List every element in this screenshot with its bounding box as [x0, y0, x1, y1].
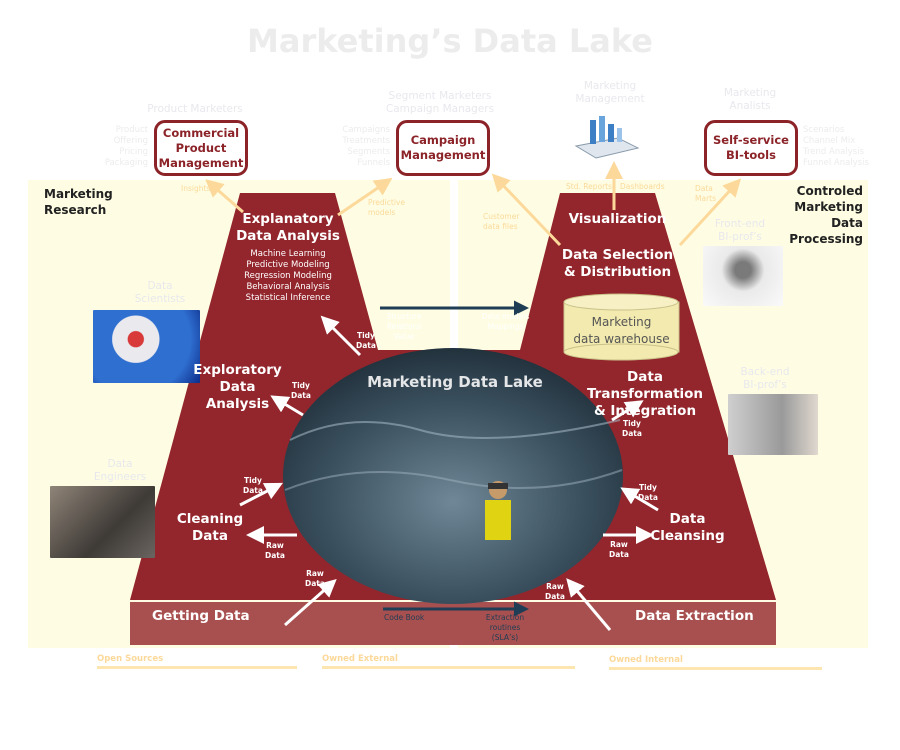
raw-arrow-getting [284, 579, 337, 627]
role-product-marketers: Product Marketers [147, 103, 243, 115]
data-selection-label: Data Selection& Distribution [561, 247, 674, 280]
data-lake-title: Marketing Data Lake [367, 373, 543, 391]
std-reports-label: Std. Reports [566, 182, 612, 191]
frontend-bi-photo [703, 246, 783, 306]
source-owned-internal: Owned Internal [609, 655, 822, 670]
dashboards-label: Dashboards [620, 182, 665, 191]
visualization-label: Visualization [568, 211, 667, 227]
tidy-arrow-exploratory [270, 395, 304, 417]
data-transformation-label: Data Transformation& Integration [586, 369, 704, 419]
tidy-arrow-cleansing [620, 487, 659, 512]
insights-arrow [205, 179, 244, 214]
tidy-arrow-cleaning [239, 482, 284, 507]
backend-bi-photo [728, 394, 818, 455]
customer-arrow [491, 173, 562, 247]
tidy-arrow-explanatory [320, 315, 362, 357]
tidy-arrow-transformation [611, 400, 644, 422]
insights-label: Insights [181, 184, 211, 193]
getting-data-label: Getting Data [152, 608, 250, 624]
raw-arrow-extraction [566, 578, 612, 631]
data-warehouse-cylinder [563, 293, 680, 361]
data-scientist-photo [93, 310, 200, 383]
data-engineer-photo [50, 486, 155, 558]
source-owned-external: Owned External [322, 654, 575, 669]
predictive-arrow [337, 177, 393, 217]
diver-icon [485, 481, 511, 540]
page-title: Marketing’s Data Lake [247, 22, 653, 60]
source-open: Open Sources [97, 654, 297, 669]
data-extraction-label: Data Extraction [635, 608, 754, 624]
datamarts-arrow [678, 178, 742, 247]
codebook-label: Code Book [384, 613, 425, 622]
data-lake-image [283, 348, 623, 604]
dashboard-tablet-icon [572, 116, 642, 162]
